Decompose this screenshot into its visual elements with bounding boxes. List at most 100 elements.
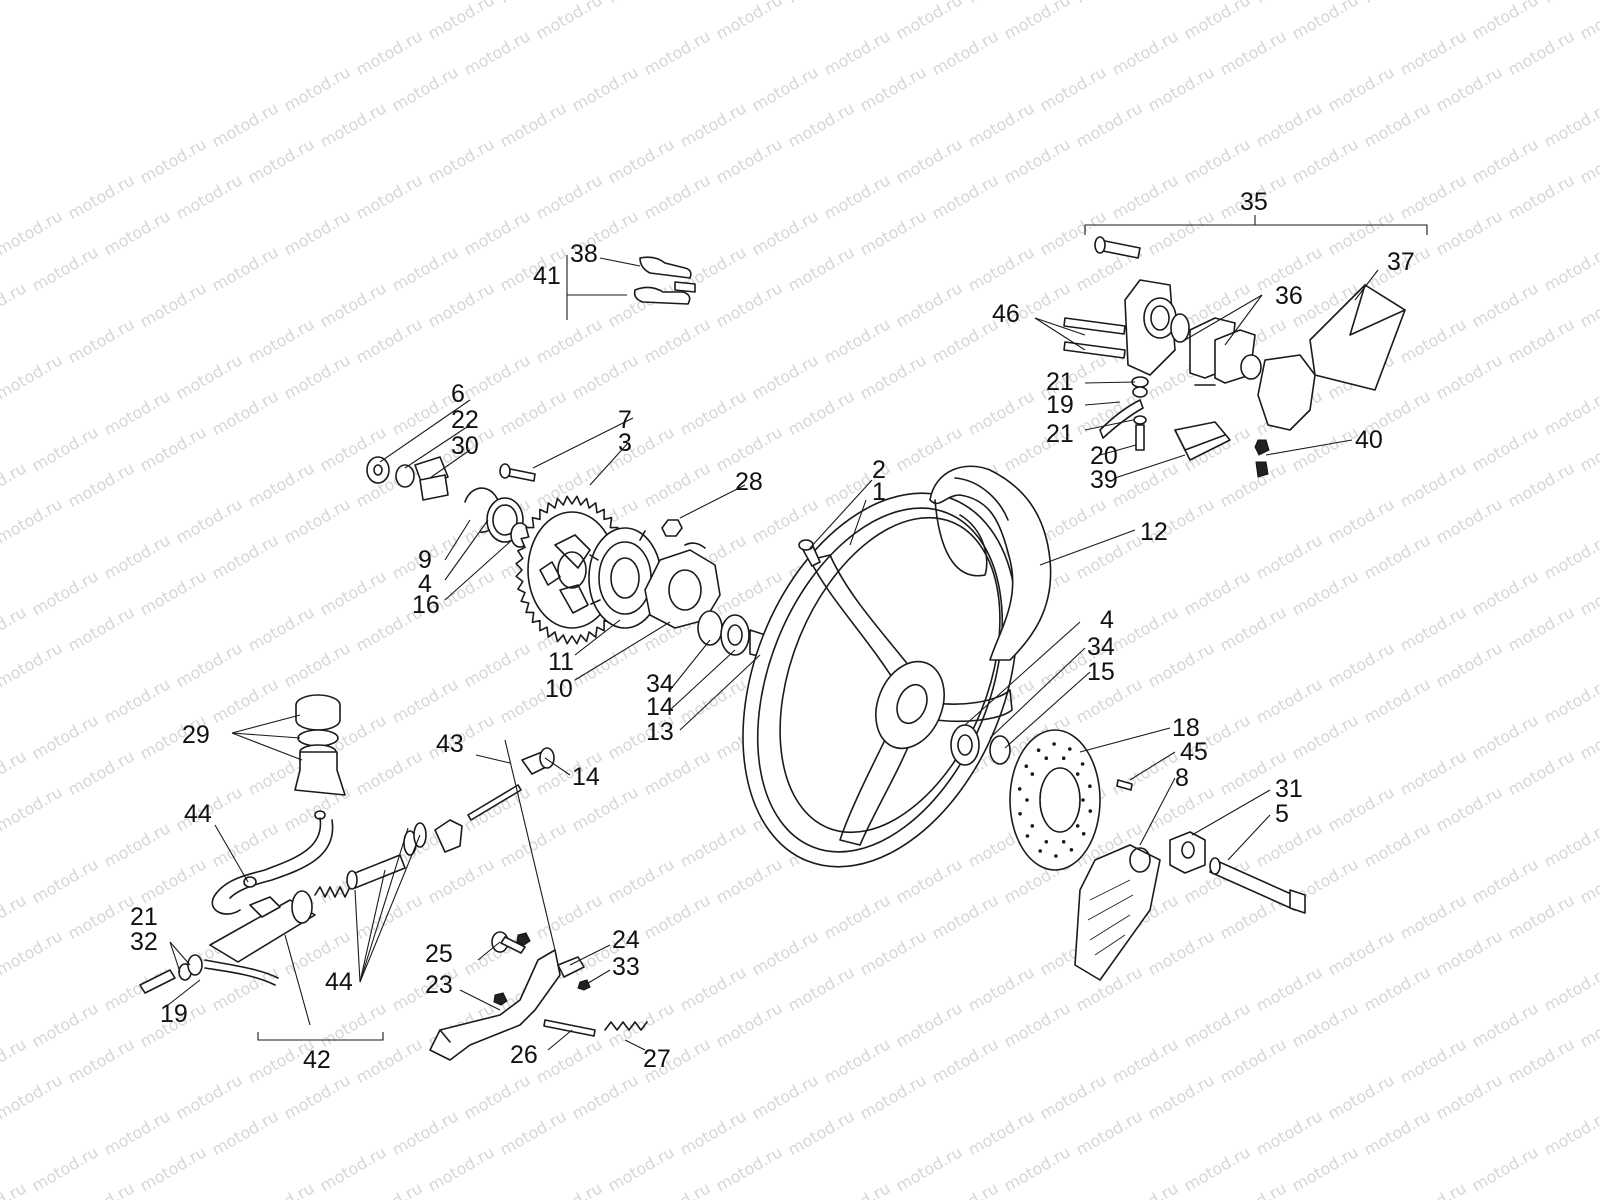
watermark-text: motod.ru (29, 1142, 102, 1195)
watermark-text: motod.ru (1433, 1070, 1506, 1123)
watermark-text: motod.ru (389, 674, 462, 727)
watermark-text: motod.ru (497, 1106, 570, 1159)
watermark-text: motod.ru (0, 350, 66, 403)
watermark-text: motod.ru (1289, 566, 1362, 619)
watermark-text: motod.ru (1181, 1142, 1254, 1195)
watermark-text: motod.ru (893, 422, 966, 475)
watermark-text: motod.ru (1145, 62, 1218, 115)
watermark-text: motod.ru (1541, 674, 1600, 727)
watermark-text: motod.ru (1109, 458, 1182, 511)
callout-28: 28 (735, 468, 763, 496)
watermark-text: motod.ru (929, 26, 1002, 79)
watermark-text: motod.ru (605, 0, 678, 7)
watermark-text: motod.ru (101, 674, 174, 727)
callout-26: 26 (510, 1041, 538, 1069)
watermark-text: motod.ru (137, 422, 210, 475)
disc-vent-hole (1081, 832, 1086, 836)
callout-31: 31 (1275, 775, 1303, 803)
watermark-text: motod.ru (1217, 1178, 1290, 1200)
watermark-text: motod.ru (1397, 170, 1470, 223)
watermark-text: motod.ru (497, 98, 570, 151)
callout-12: 12 (1140, 518, 1168, 546)
watermark-text: motod.ru (101, 386, 174, 439)
watermark-text: motod.ru (1505, 314, 1578, 367)
sprocket-hub-group (366, 456, 781, 661)
watermark-text: motod.ru (641, 314, 714, 367)
watermark-text: motod.ru (1253, 818, 1326, 871)
callout-23: 23 (425, 971, 453, 999)
watermark-text: motod.ru (713, 854, 786, 907)
callout-1: 1 (872, 478, 886, 506)
watermark-text: motod.ru (533, 170, 606, 223)
disc-vent-hole (1025, 798, 1029, 802)
callout-27: 27 (643, 1045, 671, 1073)
watermark-text: motod.ru (857, 1070, 930, 1123)
disc-vent-hole (1036, 748, 1041, 752)
watermark-text: motod.ru (317, 1142, 390, 1195)
callout-15: 15 (1087, 658, 1115, 686)
disc-vent-hole (1030, 824, 1035, 828)
watermark-text: motod.ru (1145, 206, 1218, 259)
watermark-text: motod.ru (65, 602, 138, 655)
watermark-text: motod.ru (281, 350, 354, 403)
watermark-text: motod.ru (605, 278, 678, 331)
callout-44-bottom: 44 (325, 968, 353, 996)
rear-mudguard (929, 465, 1052, 661)
brake-disc-group (950, 724, 1306, 981)
disc-vent-hole (1052, 742, 1056, 746)
callout-10: 10 (545, 675, 573, 703)
watermark-text: motod.ru (101, 530, 174, 583)
watermark-text: motod.ru (1109, 1178, 1182, 1200)
watermark-text: motod.ru (1109, 170, 1182, 223)
watermark-text: motod.ru (965, 242, 1038, 295)
watermark-text: motod.ru (641, 890, 714, 943)
disc-vent-hole (1080, 762, 1085, 766)
watermark-text: motod.ru (1325, 62, 1398, 115)
callout-21-lower-left: 21 (130, 903, 158, 931)
watermark-text: motod.ru (1001, 998, 1074, 1051)
watermark-text: motod.ru (1541, 0, 1600, 7)
callout-19-lower: 19 (160, 1000, 188, 1028)
watermark-text: motod.ru (1361, 962, 1434, 1015)
watermark-text: motod.ru (1397, 890, 1470, 943)
watermark-text: motod.ru (65, 314, 138, 367)
watermark-text: motod.ru (1397, 1034, 1470, 1087)
watermark-text: motod.ru (965, 962, 1038, 1015)
callout-33: 33 (612, 953, 640, 981)
watermark-text: motod.ru (317, 278, 390, 331)
watermark-text: motod.ru (425, 278, 498, 331)
callout-labels: 35 37 36 46 21 19 21 20 39 40 38 41 6 22… (130, 188, 1415, 1074)
watermark-text: motod.ru (317, 998, 390, 1051)
watermark-text: motod.ru (1073, 530, 1146, 583)
callout-19-top: 19 (1046, 391, 1074, 419)
watermark-text: motod.ru (1469, 566, 1542, 619)
watermark-text: motod.ru (1361, 0, 1434, 7)
callout-46: 46 (992, 300, 1020, 328)
watermark-text: motod.ru (1253, 98, 1326, 151)
callout-38: 38 (570, 240, 598, 268)
watermark-text: motod.ru (1505, 602, 1578, 655)
watermark-text: motod.ru (1469, 998, 1542, 1051)
watermark-text: motod.ru (1577, 710, 1600, 763)
watermark-text: motod.ru (1469, 710, 1542, 763)
watermark-text: motod.ru (1217, 458, 1290, 511)
watermark-text: motod.ru (1289, 0, 1362, 43)
watermark-text: motod.ru (0, 746, 30, 799)
watermark-text: motod.ru (821, 170, 894, 223)
watermark-text: motod.ru (0, 1178, 30, 1200)
disc-vent-hole (1024, 764, 1029, 768)
watermark-text: motod.ru (677, 674, 750, 727)
watermark-text: motod.ru (1397, 26, 1470, 79)
watermark-text: motod.ru (137, 1142, 210, 1195)
watermark-text: motod.ru (929, 1178, 1002, 1200)
watermark-text: motod.ru (1469, 422, 1542, 475)
leader-lines (167, 257, 1379, 1051)
watermark-text: motod.ru (425, 854, 498, 907)
watermark-text: motod.ru (0, 1034, 30, 1087)
watermark-text: motod.ru (1397, 602, 1470, 655)
watermark-text: motod.ru (389, 1106, 462, 1159)
callout-24: 24 (612, 926, 640, 954)
watermark-text: motod.ru (281, 1070, 354, 1123)
watermark-text: motod.ru (1469, 854, 1542, 907)
